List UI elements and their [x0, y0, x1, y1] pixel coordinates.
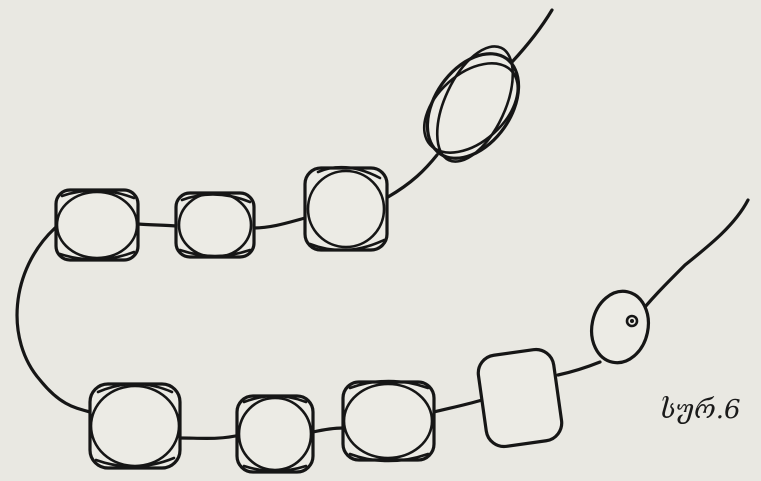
bead-square-upper-left [56, 190, 138, 260]
bead-square-lower-left [90, 384, 180, 468]
bead-plain-square [476, 347, 564, 449]
bead-square-upper-middle [176, 193, 254, 257]
bead-square-upper-right [305, 167, 387, 250]
figure-caption: სურ.6 [660, 395, 741, 425]
bead-square-lower-right [343, 381, 434, 461]
bead-square-lower-middle [237, 396, 313, 472]
